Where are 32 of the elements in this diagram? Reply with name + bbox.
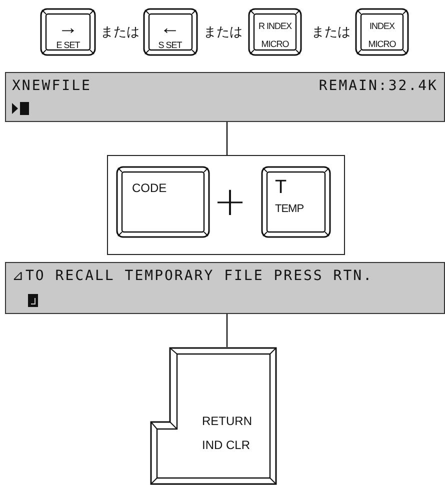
key-label: MICRO — [261, 40, 289, 49]
key-label: R INDEX — [258, 22, 292, 31]
connector-line — [226, 314, 228, 347]
key-label: ← — [160, 18, 180, 38]
key-label: TEMP — [275, 204, 304, 215]
plus-sign: + — [213, 182, 247, 222]
display-panel — [5, 262, 445, 314]
key-label: T — [275, 178, 287, 197]
return-key — [150, 347, 277, 485]
connector-line — [226, 122, 228, 155]
connector-word: または — [204, 26, 242, 39]
key-label: MICRO — [368, 40, 396, 49]
key — [261, 166, 331, 238]
screen-text: ⊿TO RECALL TEMPORARY FILE PRESS RTN. — [12, 269, 374, 283]
connector-word: または — [312, 26, 350, 39]
key-label: IND CLR — [202, 439, 250, 451]
connector-word: または — [100, 26, 140, 39]
screen-text: REMAIN:32.4K — [318, 79, 438, 93]
key — [40, 8, 96, 56]
key-label: CODE — [132, 182, 167, 194]
display-panel — [5, 72, 445, 122]
key-label: → — [58, 18, 78, 38]
key-label: S SET — [158, 41, 182, 50]
key — [248, 8, 302, 56]
key — [143, 8, 198, 56]
key-label: RETURN — [202, 415, 252, 427]
key-group-frame — [107, 155, 345, 255]
key-label: INDEX — [370, 22, 394, 31]
key-label: E SET — [56, 41, 80, 50]
screen-text: XNEWFILE — [12, 79, 92, 93]
key — [355, 8, 409, 56]
key — [116, 166, 210, 238]
